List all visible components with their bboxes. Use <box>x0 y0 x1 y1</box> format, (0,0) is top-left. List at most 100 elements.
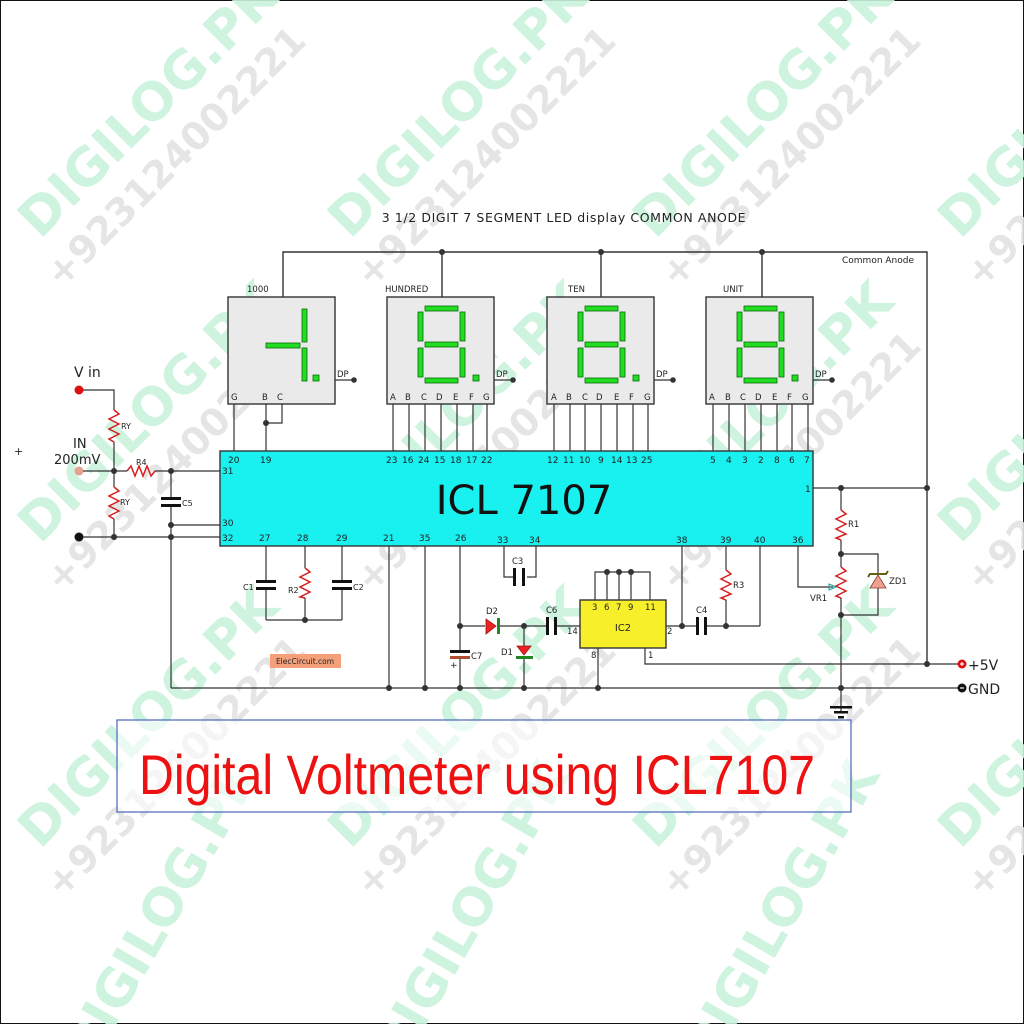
svg-text:C4: C4 <box>696 606 707 616</box>
svg-text:27: 27 <box>259 534 270 544</box>
svg-text:14: 14 <box>567 627 578 637</box>
svg-text:C6: C6 <box>546 606 557 616</box>
capacitor-c3-icon <box>513 568 516 586</box>
svg-text:9: 9 <box>628 603 633 613</box>
segment-c <box>301 347 308 382</box>
resistor-ry-top-icon <box>107 409 121 443</box>
svg-text:R3: R3 <box>733 581 744 591</box>
digit-eight <box>577 305 640 384</box>
svg-text:33: 33 <box>497 536 508 546</box>
svg-text:C5: C5 <box>182 499 193 508</box>
svg-text:18: 18 <box>450 456 462 466</box>
svg-text:7: 7 <box>616 603 621 613</box>
svg-text:R1: R1 <box>848 520 859 530</box>
svg-text:C: C <box>277 393 283 403</box>
svg-text:19: 19 <box>260 456 272 466</box>
resistor-ry-bottom-icon <box>107 486 121 520</box>
svg-text:C: C <box>740 393 746 403</box>
ic-icl7107: ICL 7107 31 30 32 20 19 23 16 24 15 18 1… <box>219 450 814 547</box>
svg-text:3: 3 <box>742 456 748 466</box>
svg-text:8: 8 <box>591 651 596 661</box>
caption-title: Digital Voltmeter using ICL7107 <box>139 743 815 806</box>
svg-text:A: A <box>390 393 396 403</box>
display-hundreds: HUNDRED A B C D E F G DP <box>385 285 516 405</box>
input-section: V in RY + IN 200mV R4 RY C5 <box>14 365 220 688</box>
in-label: IN <box>73 437 87 452</box>
svg-text:C: C <box>421 393 427 403</box>
svg-text:11: 11 <box>563 456 574 466</box>
svg-text:30: 30 <box>222 519 234 529</box>
svg-text:6: 6 <box>789 456 795 466</box>
watermark-brand: DIGILOG.PK <box>927 575 1024 860</box>
power-terminals: +5V GND <box>830 658 1000 719</box>
svg-text:DP: DP <box>496 370 508 380</box>
capacitor-c6-icon <box>546 617 549 635</box>
svg-text:25: 25 <box>641 456 652 466</box>
svg-text:G: G <box>644 393 651 403</box>
gnd-label: GND <box>968 682 1000 698</box>
svg-text:10: 10 <box>579 456 591 466</box>
display-label: 1000 <box>247 285 269 295</box>
capacitor-c7-icon <box>450 650 470 653</box>
svg-text:11: 11 <box>645 603 656 613</box>
svg-text:C1: C1 <box>243 583 254 592</box>
svg-text:C2: C2 <box>353 583 364 592</box>
capacitor-c1-icon <box>256 580 276 583</box>
svg-text:VR1: VR1 <box>810 594 827 604</box>
svg-text:38: 38 <box>676 536 688 546</box>
ic2-label: IC2 <box>615 623 631 634</box>
svg-text:B: B <box>566 393 572 403</box>
svg-text:F: F <box>469 393 474 403</box>
display-label: TEN <box>567 285 585 295</box>
svg-text:20: 20 <box>228 456 240 466</box>
svg-text:3: 3 <box>592 603 597 613</box>
svg-text:35: 35 <box>419 534 430 544</box>
svg-text:34: 34 <box>529 536 541 546</box>
svg-text:40: 40 <box>754 536 766 546</box>
svg-text:24: 24 <box>418 456 430 466</box>
svg-text:15: 15 <box>434 456 445 466</box>
ground-rail <box>171 546 960 689</box>
svg-text:5: 5 <box>710 456 716 466</box>
svg-text:R2: R2 <box>288 586 299 595</box>
segment-g <box>265 342 301 349</box>
svg-text:ZD1: ZD1 <box>889 577 907 587</box>
charge-pump: D2 D1 C6 C7 + <box>450 546 580 691</box>
svg-text:17: 17 <box>466 456 477 466</box>
resistor-r1-icon <box>833 509 848 541</box>
svg-text:2: 2 <box>667 627 672 637</box>
svg-text:36: 36 <box>792 536 804 546</box>
svg-text:6: 6 <box>604 603 609 613</box>
segment-wires <box>233 404 809 451</box>
svg-text:C: C <box>582 393 588 403</box>
segment-dp <box>312 374 320 382</box>
svg-text:RY: RY <box>120 498 130 507</box>
svg-text:1: 1 <box>648 651 653 661</box>
digit-eight <box>417 305 480 384</box>
vcc-label: +5V <box>968 658 999 674</box>
svg-text:29: 29 <box>336 534 348 544</box>
display-label: UNIT <box>723 285 744 295</box>
svg-text:G: G <box>802 393 809 403</box>
range-label: 200mV <box>54 453 100 468</box>
svg-text:7: 7 <box>804 456 810 466</box>
diode-d2-icon <box>485 618 497 635</box>
in-terminal-icon <box>74 466 84 476</box>
svg-text:E: E <box>453 393 458 403</box>
svg-text:16: 16 <box>402 456 414 466</box>
svg-text:E: E <box>772 393 777 403</box>
oscillator-network: C1 R2 C2 <box>243 546 364 623</box>
svg-text:21: 21 <box>383 534 394 544</box>
svg-text:DP: DP <box>815 370 827 380</box>
svg-text:8: 8 <box>774 456 780 466</box>
svg-text:D: D <box>755 393 762 403</box>
resistor-r2-icon <box>297 567 312 599</box>
svg-text:B: B <box>262 393 268 403</box>
svg-text:C3: C3 <box>512 557 523 567</box>
resistor-r3-icon <box>718 569 733 601</box>
display-label: HUNDRED <box>385 285 429 295</box>
svg-text:23: 23 <box>386 456 397 466</box>
svg-text:22: 22 <box>481 456 492 466</box>
svg-text:D: D <box>436 393 443 403</box>
